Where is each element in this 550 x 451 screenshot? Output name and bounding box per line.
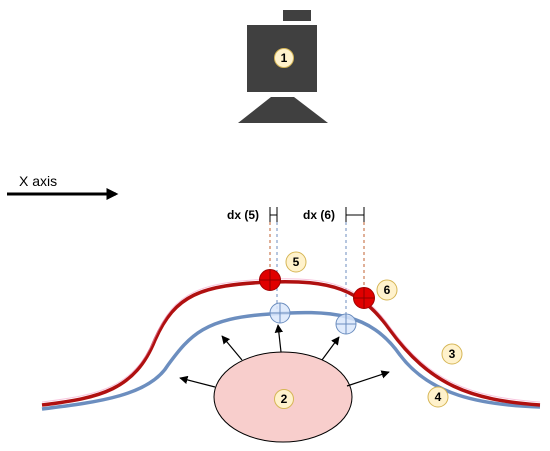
arrow-up-left [221,335,243,361]
badge-object: 2 [274,389,294,409]
badge-blue-curve-label: 4 [435,390,442,404]
dx5-bracket [269,207,278,222]
badge-point5: 5 [285,251,307,273]
x-axis-label: X axis [19,173,57,189]
blue-point-5 [269,302,291,324]
dx6-bracket [345,207,365,222]
badge-camera-label: 1 [281,51,288,65]
badge-point5-label: 5 [293,255,300,269]
badge-red-curve-label: 3 [449,347,456,361]
red-point-6 [353,287,375,309]
dx6-label: dx (6) [303,208,335,222]
camera-viewfinder [283,10,311,21]
badge-blue-curve: 4 [427,386,449,408]
badge-object-label: 2 [281,392,288,406]
badge-camera: 1 [274,48,294,68]
arrow-left [179,375,216,388]
arrow-up [274,324,284,353]
badge-red-curve: 3 [441,343,463,365]
camera-lens-base [238,97,328,123]
blue-point-6 [335,313,357,335]
red-point-5 [259,269,281,291]
badge-point6-label: 6 [384,283,391,297]
badge-point6: 6 [376,279,398,301]
arrow-up-right [321,336,340,361]
arrow-right [346,370,390,387]
object-arrows [179,324,390,388]
dx5-label: dx (5) [227,208,259,222]
